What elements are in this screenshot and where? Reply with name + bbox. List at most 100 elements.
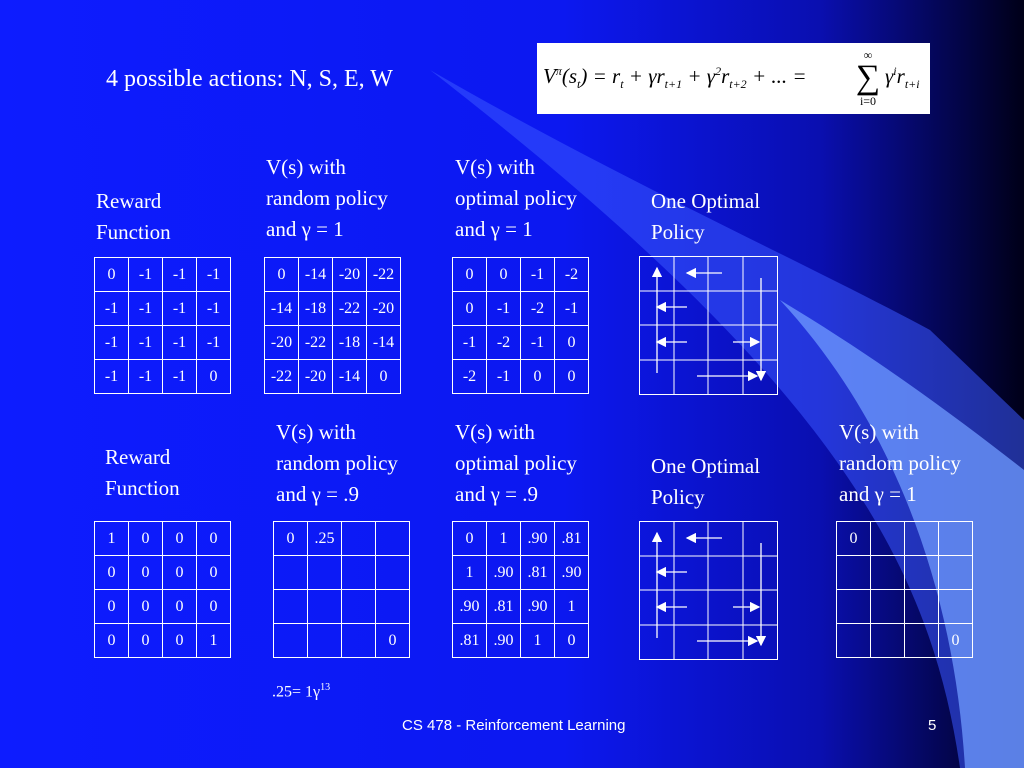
grid-cell: -22	[332, 291, 367, 326]
grid-cell: -1	[486, 291, 521, 326]
grid-cell	[307, 623, 342, 658]
grid-cell	[375, 555, 410, 590]
grid-cell: -22	[298, 325, 333, 360]
grid-row: 0-1-1-1	[94, 257, 231, 292]
grid-cell	[307, 589, 342, 624]
grid-cell: -14	[366, 325, 401, 360]
grid-cell	[870, 623, 905, 658]
grid-cell	[938, 521, 973, 556]
grid-cell: -18	[298, 291, 333, 326]
grid-cell: 0	[554, 623, 589, 658]
grid-cell: -1	[554, 291, 589, 326]
grid-cell	[870, 521, 905, 556]
grid-cell: -1	[486, 359, 521, 394]
grid-cell: -14	[264, 291, 299, 326]
grid-cell	[341, 521, 376, 556]
grid-row: 0	[836, 521, 973, 556]
grid-row: -1-1-1-1	[94, 325, 231, 360]
grid-cell: 0	[196, 521, 231, 556]
grid-cell: 0	[554, 325, 589, 360]
grid-cell	[273, 589, 308, 624]
grid-cell: .81	[486, 589, 521, 624]
grid-cell: .90	[520, 589, 555, 624]
grid-cell: 0	[162, 555, 197, 590]
grid-cell: 0	[264, 257, 299, 292]
grid-cell: -22	[264, 359, 299, 394]
grid-cell: -1	[196, 257, 231, 292]
grid-cell: 1	[554, 589, 589, 624]
grid-row: 1.90.81.90	[452, 555, 589, 590]
grid-row: 0-1-2-1	[452, 291, 589, 326]
grid-cell: -1	[162, 359, 197, 394]
grid-cell: 0	[128, 589, 163, 624]
grid-cell	[904, 623, 939, 658]
grid-cell	[938, 555, 973, 590]
grid-cell: -20	[264, 325, 299, 360]
grid-row: -14-18-22-20	[264, 291, 401, 326]
grid-cell: -1	[452, 325, 487, 360]
grid-cell: -14	[298, 257, 333, 292]
summation-sign: ∞ ∑ i=0	[855, 48, 881, 108]
grid-cell	[904, 555, 939, 590]
grid-cell: -1	[162, 257, 197, 292]
grid-cell: -20	[332, 257, 367, 292]
grid-cell: -2	[452, 359, 487, 394]
grid-cell: 0	[94, 257, 129, 292]
grid-cell: 0	[836, 521, 871, 556]
grid-cell	[375, 521, 410, 556]
grid-cell	[938, 589, 973, 624]
grid-cell: -14	[332, 359, 367, 394]
grid-row	[836, 589, 973, 624]
grid-cell: 0	[128, 521, 163, 556]
grid-cell: .90	[452, 589, 487, 624]
grid-cell: 0	[94, 623, 129, 658]
grid-cell: -2	[520, 291, 555, 326]
value-formula: Vπ(st) = rt + γrt+1 + γ2rt+2 + ... = ∞ ∑…	[537, 43, 930, 114]
grid-cell	[341, 555, 376, 590]
grid-cell: 0	[273, 521, 308, 556]
footer-page-number: 5	[928, 717, 937, 734]
grid-cell: -2	[554, 257, 589, 292]
grid-cell: .81	[520, 555, 555, 590]
grid-row: 0.25	[273, 521, 410, 556]
grid-cell: -1	[128, 359, 163, 394]
grid-cell: 1	[520, 623, 555, 658]
grid-cell: 0	[128, 623, 163, 658]
grid-cell: -1	[520, 325, 555, 360]
grid-cell: .90	[486, 623, 521, 658]
grid-cell: -18	[332, 325, 367, 360]
grid-row: 0-14-20-22	[264, 257, 401, 292]
grid-cell: .90	[520, 521, 555, 556]
grid-cell: 0	[196, 555, 231, 590]
grid-cell: -1	[196, 291, 231, 326]
grid-cell: 0	[94, 555, 129, 590]
footer-course: CS 478 - Reinforcement Learning	[402, 717, 626, 734]
grid-cell: 0	[94, 589, 129, 624]
grid-cell: 0	[128, 555, 163, 590]
grid-cell: -1	[94, 291, 129, 326]
slide-title: 4 possible actions: N, S, E, W	[106, 66, 393, 92]
grid-row: 0	[273, 623, 410, 658]
grid-cell: 0	[938, 623, 973, 658]
grid-cell	[904, 521, 939, 556]
grid-cell: 0	[554, 359, 589, 394]
grid-row	[836, 555, 973, 590]
grid-cell: 0	[452, 257, 487, 292]
grid-cell: -1	[94, 325, 129, 360]
gamma-note: .25= 1γ13	[272, 682, 331, 701]
